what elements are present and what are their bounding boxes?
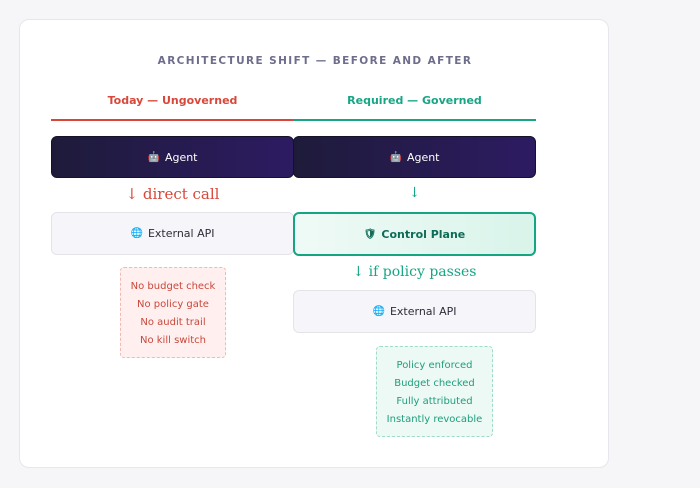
note-item: Fully attributed — [396, 396, 473, 407]
diagram-title: ARCHITECTURE SHIFT — BEFORE AND AFTER — [157, 55, 473, 67]
governed-header: Required — Governed — [347, 94, 482, 107]
control-plane-label: Control Plane — [381, 227, 466, 241]
left-agent-label: Agent — [164, 150, 198, 164]
right-external-api-label: External API — [389, 305, 457, 318]
governed-underline — [293, 119, 536, 121]
ungoverned-header: Today — Ungoverned — [107, 94, 238, 107]
globe-icon: 🌐 — [130, 228, 143, 239]
note-item: Budget checked — [394, 378, 475, 389]
right-agent-label: Agent — [406, 150, 440, 164]
left-external-api-label: External API — [147, 227, 215, 240]
globe-icon: 🌐 — [372, 306, 385, 317]
note-item: No kill switch — [139, 335, 206, 346]
ungoverned-risks-note: No budget check No policy gate No audit … — [120, 267, 226, 358]
right-external-api-box: 🌐 External API — [293, 290, 536, 333]
note-item: Instantly revocable — [386, 414, 483, 425]
control-plane-box: 🛡 Control Plane — [293, 212, 536, 256]
robot-icon: 🤖 — [389, 151, 402, 163]
right-agent-box: 🤖 Agent — [293, 136, 536, 178]
left-external-api-box: 🌐 External API — [51, 212, 294, 255]
note-item: Policy enforced — [396, 360, 473, 371]
note-item: No policy gate — [137, 299, 209, 310]
diagram-card: ARCHITECTURE SHIFT — BEFORE AND AFTER To… — [19, 19, 609, 468]
left-agent-box: 🤖 Agent — [51, 136, 294, 178]
note-item: No budget check — [130, 281, 216, 292]
direct-call-arrow: ↓ direct call — [125, 185, 220, 203]
policy-passes-arrow: ↓ if policy passes — [352, 264, 477, 280]
shield-icon: 🛡 — [363, 228, 377, 240]
note-item: No audit trail — [140, 317, 206, 328]
governed-benefits-note: Policy enforced Budget checked Fully att… — [376, 346, 493, 437]
ungoverned-underline — [51, 119, 294, 121]
robot-icon: 🤖 — [147, 151, 160, 163]
down-arrow: ↓ — [408, 185, 421, 201]
